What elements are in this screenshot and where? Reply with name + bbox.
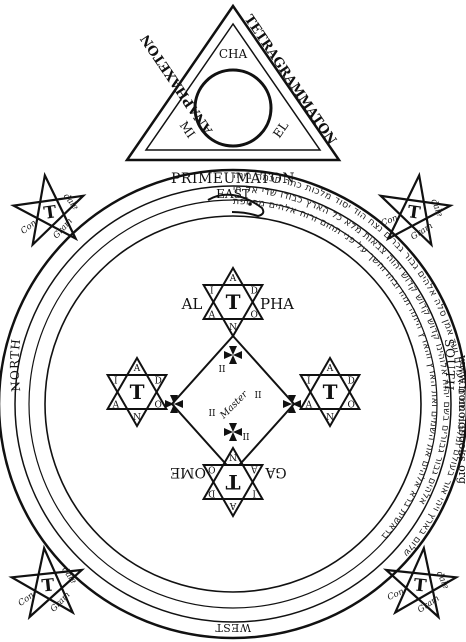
hexagram-letter: O <box>155 401 162 411</box>
label-ome: OME <box>170 464 206 480</box>
hexagram-letter: I <box>114 376 118 386</box>
primeumaton-title: PRIMEUMATON <box>171 171 295 187</box>
pentagram-center-glyph: T <box>41 575 56 596</box>
serpent-eye <box>248 202 252 206</box>
hexagram-letter: A <box>229 500 237 510</box>
hexagram-letter: D <box>251 286 258 296</box>
hexagram-center-glyph: T <box>226 290 241 314</box>
direction-south: SOUTH <box>442 338 458 392</box>
hexagram-letter: I <box>210 286 214 296</box>
hexagram-letter: A <box>326 364 334 374</box>
label-pha: PHA <box>260 295 294 313</box>
pentagram-word: Con <box>17 591 37 609</box>
hexagram-center-glyph: T <box>225 470 240 494</box>
hexagram-letter: N <box>229 323 237 333</box>
cross-mark <box>224 346 242 364</box>
square-mark-bottom: II <box>242 433 250 443</box>
cross-mark <box>165 395 183 413</box>
triangle-label-el: EL <box>270 119 291 141</box>
pentagram-center-glyph: T <box>406 202 422 224</box>
triangle-circle <box>193 68 273 148</box>
square-mark-left: II <box>208 409 216 419</box>
cross-mark <box>224 423 242 441</box>
direction-west: WEST <box>215 621 251 634</box>
hexagram-letter: D <box>208 488 215 498</box>
serpent-head <box>207 193 265 218</box>
hexagram-letter: A <box>250 463 258 473</box>
hexagram-letter: O <box>348 401 355 411</box>
pentagram-center-glyph: T <box>42 202 58 224</box>
triangle-label-cha: CHA <box>219 47 248 61</box>
hexagram-letter: O <box>208 463 215 473</box>
hexagram-letter: D <box>348 376 355 386</box>
hexagram-letter: D <box>155 376 162 386</box>
hexagram-letter: N <box>326 413 334 423</box>
pentagram-word: dale <box>61 192 80 213</box>
hexagram-letter: N <box>133 413 141 423</box>
pentagram-center-glyph: T <box>413 575 428 596</box>
hexagram-letter: A <box>305 401 313 411</box>
pentagram-word: Con <box>386 587 406 603</box>
corner-pentagrams: TCondaleGramTCondaleGramTCondaleGramTCon… <box>8 171 460 621</box>
hexagram-letter: O <box>251 311 258 321</box>
watermark-text: www.fromoldbooks.org <box>456 355 466 484</box>
hexagram-right: A D O N A I T <box>298 355 362 429</box>
label-al: AL <box>181 295 203 313</box>
hexagram-bottom: A D O N A I T <box>201 445 265 519</box>
hexagram-letter: A <box>229 274 237 284</box>
cross-mark <box>283 395 301 413</box>
square-mark-top: II <box>218 365 226 375</box>
square-mark-right: II <box>254 391 262 401</box>
label-ga: GA <box>264 464 286 480</box>
hexagram-letter: I <box>252 488 256 498</box>
top-triangle: CHA EL MI ANAPHAXETON TETRAGRAMMATON <box>124 3 342 162</box>
hexagram-letter: A <box>208 311 216 321</box>
hexagram-letter: A <box>133 364 141 374</box>
hexagram-top: A D O N A I T <box>201 265 265 339</box>
hexagram-letter: A <box>112 401 120 411</box>
hexagram-center-glyph: T <box>130 380 145 404</box>
hexagram-center-glyph: T <box>323 380 338 404</box>
center-master-label: Master <box>217 388 251 422</box>
hexagram-letter: N <box>229 451 237 461</box>
hexagram-letter: I <box>307 376 311 386</box>
hexagram-left: A D O N A I T <box>105 355 169 429</box>
direction-north: NORTH <box>8 338 24 393</box>
